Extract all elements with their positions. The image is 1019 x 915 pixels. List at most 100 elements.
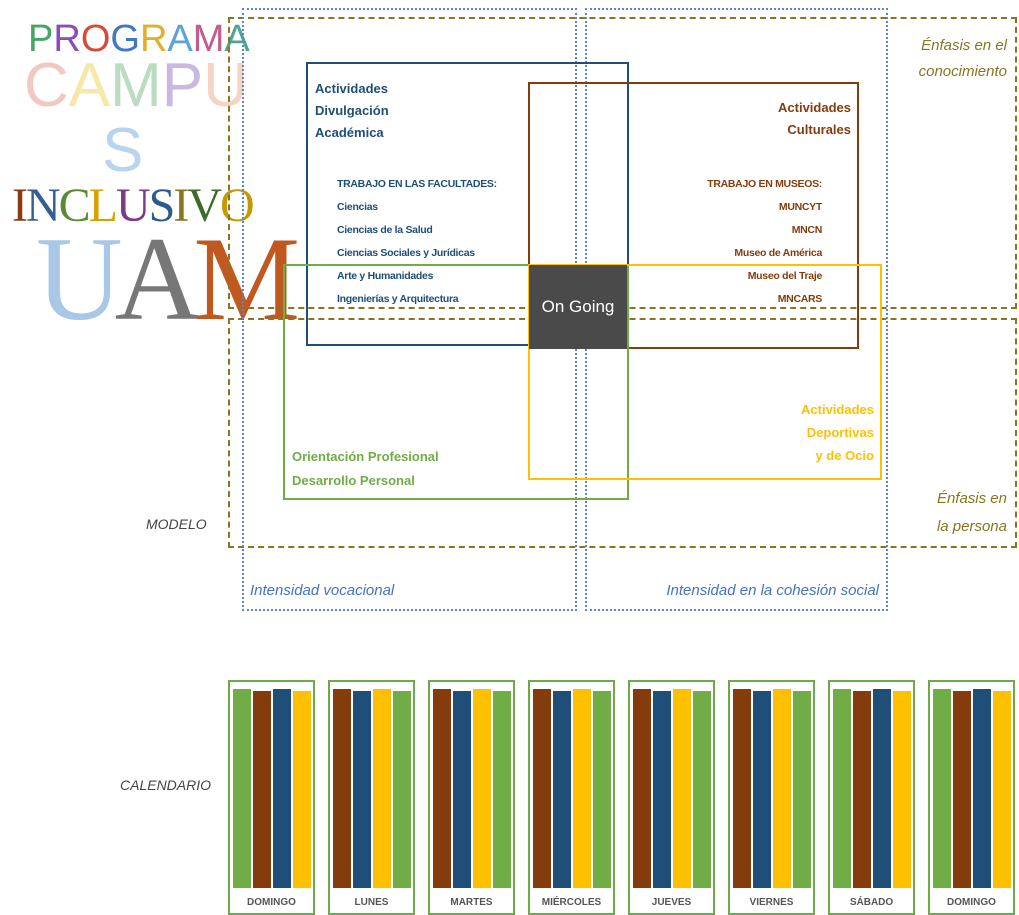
calendar-day-label: MIÉRCOLES (541, 897, 602, 908)
logo-letter: C (24, 51, 69, 120)
calendar-day: DOMINGO (928, 680, 1015, 915)
logo-letter: S (102, 116, 144, 185)
calendar-day-label: DOMINGO (947, 897, 996, 908)
calendar-bar-green (833, 689, 851, 888)
logo-letter: R (53, 18, 81, 60)
cultural-list: TRABAJO EN MUSEOS: MUNCYT MNCN Museo de … (707, 173, 822, 311)
calendar-day: MARTES (428, 680, 515, 915)
calendar-bar-yellow (473, 689, 491, 888)
logo-letter: N (25, 179, 61, 232)
logo-campus-line: CAMPU (24, 50, 248, 121)
calendar-bar-yellow (673, 689, 691, 888)
academic-heading: TRABAJO EN LAS FACULTADES: (337, 178, 497, 190)
cultural-box (528, 82, 859, 349)
calendar-bar-blue (453, 691, 471, 888)
logo-letter: M (192, 18, 225, 60)
academic-box (306, 62, 629, 346)
calendar-bar-brown (433, 689, 451, 888)
calendar-bar-yellow (573, 689, 591, 888)
list-item: Ciencias de la Salud (337, 224, 433, 236)
person-emphasis-label: Énfasis en la persona (936, 490, 1007, 535)
cultural-heading: TRABAJO EN MUSEOS: (707, 178, 822, 190)
calendar-bar-green (593, 691, 611, 888)
list-item: Ciencias Sociales y Jurídicas (337, 247, 475, 259)
calendar-day-label: MARTES (450, 897, 493, 908)
professional-title: Orientación Profesional Desarrollo Perso… (292, 449, 439, 488)
calendar-bar-blue (553, 691, 571, 888)
calendar-bar-yellow (373, 689, 391, 888)
logo-letter: O (220, 179, 255, 232)
calendar-bar-green (793, 691, 811, 888)
logo-letter: O (80, 18, 111, 60)
calendar-bar-brown (853, 691, 871, 888)
social-cohesion-label: Intensidad en la cohesión social (666, 582, 879, 599)
calendar-bar-yellow (773, 689, 791, 888)
list-item: Arte y Humanidades (337, 270, 434, 282)
calendar-bar-blue (653, 691, 671, 888)
calendar-bar-yellow (293, 691, 311, 888)
logo-letter: A (167, 18, 193, 60)
calendar-day-label: JUEVES (651, 897, 692, 908)
list-item: Ingenierías y Arquitectura (337, 293, 459, 305)
professional-box (283, 264, 629, 500)
logo-letter: R (139, 18, 168, 60)
calendar-day-label: LUNES (354, 897, 389, 908)
list-item: MUNCYT (778, 201, 822, 213)
calendar-bar-brown (953, 691, 971, 888)
calendar-day-label: SÁBADO (849, 897, 894, 908)
logo-letter: I (173, 179, 189, 232)
logo-word-uam: UAM (36, 210, 300, 348)
logo-letter: A (68, 51, 111, 120)
calendar-bar-blue (973, 689, 991, 888)
calendar-bar-yellow (893, 691, 911, 888)
calendar-bar-green (493, 691, 511, 888)
list-item: Ciencias (337, 201, 378, 213)
calendario-label: CALENDARIO (120, 777, 212, 793)
logo-word-inclusivo: INCLUSIVO (12, 178, 255, 233)
calendar-bar-yellow (993, 691, 1011, 888)
academic-title: Actividades Divulgación Académica (315, 81, 389, 140)
knowledge-emphasis-label: Énfasis en el conocimiento (918, 37, 1007, 80)
calendar-bar-green (933, 689, 951, 888)
calendar-bar-blue (873, 689, 891, 888)
logo-letter: M (193, 212, 300, 345)
calendar-day: LUNES (328, 680, 415, 915)
calendar-bar-brown (253, 691, 271, 888)
modelo-label: MODELO (146, 516, 207, 532)
calendar-bar-green (393, 691, 411, 888)
logo-letter: V (187, 179, 222, 232)
logo-letter: I (12, 179, 28, 232)
calendar-bar-green (233, 689, 251, 888)
logo-letter: S (148, 179, 176, 232)
sports-box (528, 264, 882, 480)
logo-letter: P (161, 51, 204, 120)
list-item: MNCN (791, 224, 823, 236)
calendar-bar-brown (333, 689, 351, 888)
calendar-day: MIÉRCOLES (528, 680, 615, 915)
calendar-day-label: VIERNES (749, 897, 794, 908)
on-going-label: On Going (541, 297, 615, 316)
sports-title: Actividades Deportivas y de Ocio (801, 402, 874, 463)
list-item: Museo de América (734, 247, 822, 259)
logo-letter: P (28, 18, 54, 60)
logo-letter: A (114, 212, 202, 345)
cultural-title: Actividades Culturales (778, 100, 851, 137)
logo-letter: M (110, 51, 162, 120)
logo-campus-s: S (102, 115, 248, 186)
calendar-bar-brown (633, 689, 651, 888)
calendar-bar-blue (353, 691, 371, 888)
logo-letter: L (88, 179, 118, 232)
calendar-day: SÁBADO (828, 680, 915, 915)
calendar-bar-blue (273, 689, 291, 888)
academic-list: TRABAJO EN LAS FACULTADES: Ciencias Cien… (337, 173, 497, 311)
logo-letter: U (203, 51, 248, 120)
logo-letter: U (36, 212, 123, 345)
vocational-intensity-label: Intensidad vocacional (250, 582, 395, 599)
calendar-day: VIERNES (728, 680, 815, 915)
logo-letter: U (116, 179, 151, 232)
list-item: MNCARS (777, 293, 823, 305)
list-item: Museo del Traje (747, 270, 823, 282)
calendar-day: DOMINGO (228, 680, 315, 915)
